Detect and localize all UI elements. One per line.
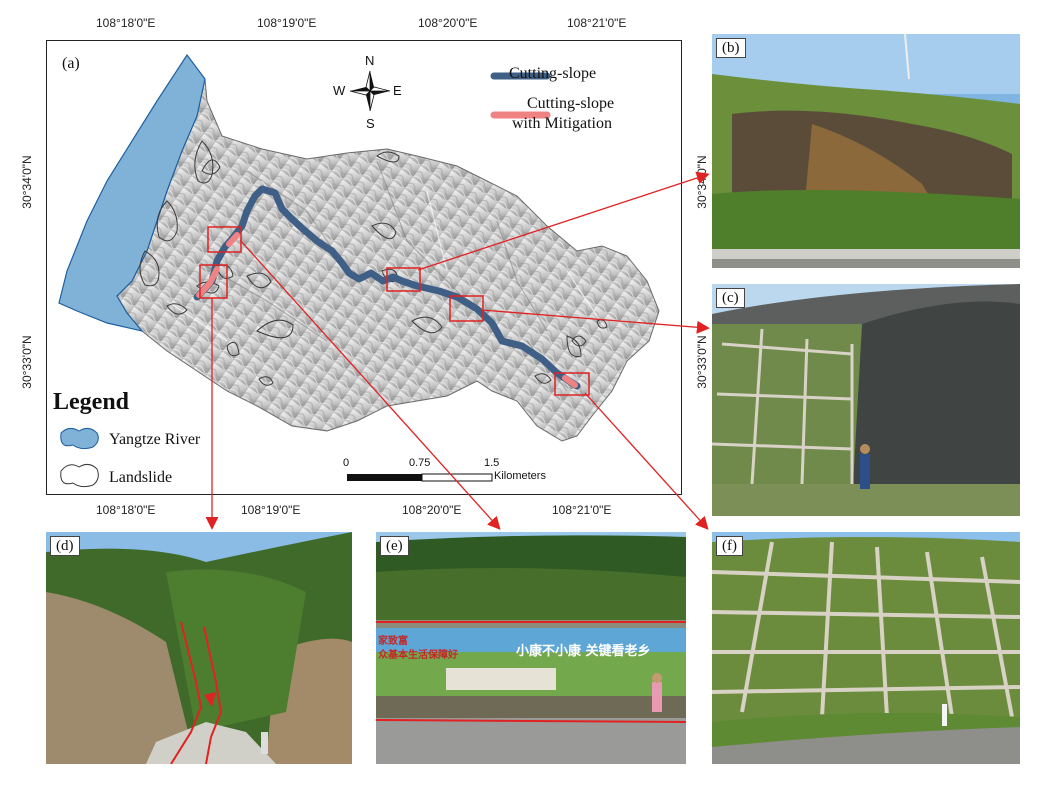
arrow-to-f bbox=[584, 392, 709, 530]
map-panel: (a) Cutting-slope Cutting-slope with Mit… bbox=[46, 40, 682, 495]
compass-w: W bbox=[333, 83, 346, 98]
sign-text-left-bottom: 众基本生活保障好 bbox=[378, 650, 458, 661]
legend-landslide-swatch bbox=[60, 463, 99, 488]
map-svg bbox=[58, 53, 660, 488]
panel-label-a: (a) bbox=[62, 55, 80, 72]
scale-unit: Kilometers bbox=[494, 470, 546, 482]
coord-bottom-1: 108°18'0"E bbox=[96, 503, 156, 517]
arrow-to-c bbox=[481, 309, 710, 334]
legend-mitigation-label-1: Cutting-slope bbox=[527, 95, 615, 112]
photo-c: (c) bbox=[712, 284, 1020, 516]
coord-top-4: 108°21'0"E bbox=[567, 16, 627, 30]
legend-mitigation-label-2: with Mitigation bbox=[512, 115, 612, 132]
legend-landslide-label: Landslide bbox=[109, 469, 173, 486]
highlight-boxes bbox=[199, 226, 590, 396]
cutting-slope-line bbox=[193, 185, 581, 390]
photo-d: (d) bbox=[46, 532, 352, 764]
panel-label-b: (b) bbox=[716, 38, 746, 58]
yangtze-river bbox=[58, 53, 206, 332]
panel-label-f: (f) bbox=[716, 536, 743, 556]
mitigation-segment-1 bbox=[196, 266, 220, 298]
scale-0: 0 bbox=[343, 457, 350, 469]
coord-top-3: 108°20'0"E bbox=[418, 16, 478, 30]
compass-e: E bbox=[393, 83, 402, 98]
panel-label-d: (d) bbox=[50, 536, 80, 556]
legend-river-swatch bbox=[60, 427, 99, 450]
coord-bottom-2: 108°19'0"E bbox=[241, 503, 301, 517]
photo-b: (b) bbox=[712, 34, 1020, 268]
panel-label-e: (e) bbox=[380, 536, 409, 556]
compass-s: S bbox=[366, 116, 375, 131]
coord-bottom-3: 108°20'0"E bbox=[402, 503, 462, 517]
coord-bottom-4: 108°21'0"E bbox=[552, 503, 612, 517]
sign-text-right: 小康不小康 关键看老乡 bbox=[516, 644, 651, 659]
legend-cutting-slope-label: Cutting-slope bbox=[509, 65, 597, 82]
scale-15: 1.5 bbox=[484, 457, 500, 469]
coord-top-1: 108°18'0"E bbox=[96, 16, 156, 30]
sign-text-left-top: 家致富 bbox=[378, 636, 408, 647]
mitigation-segment-3 bbox=[562, 375, 578, 388]
mitigation-segment-2 bbox=[226, 232, 240, 247]
legend-title: Legend bbox=[53, 389, 130, 415]
arrow-to-e bbox=[239, 239, 501, 530]
coord-top-2: 108°19'0"E bbox=[257, 16, 317, 30]
photo-e: 家致富 众基本生活保障好 小康不小康 关键看老乡 (e) bbox=[376, 532, 686, 764]
panel-label-c: (c) bbox=[716, 288, 745, 308]
scale-075: 0.75 bbox=[409, 457, 431, 469]
arrow-to-b bbox=[417, 171, 710, 271]
legend-river-label: Yangtze River bbox=[109, 431, 201, 448]
north-arrow-icon bbox=[349, 70, 391, 112]
compass-n: N bbox=[365, 53, 375, 68]
photo-f: (f) bbox=[712, 532, 1020, 764]
